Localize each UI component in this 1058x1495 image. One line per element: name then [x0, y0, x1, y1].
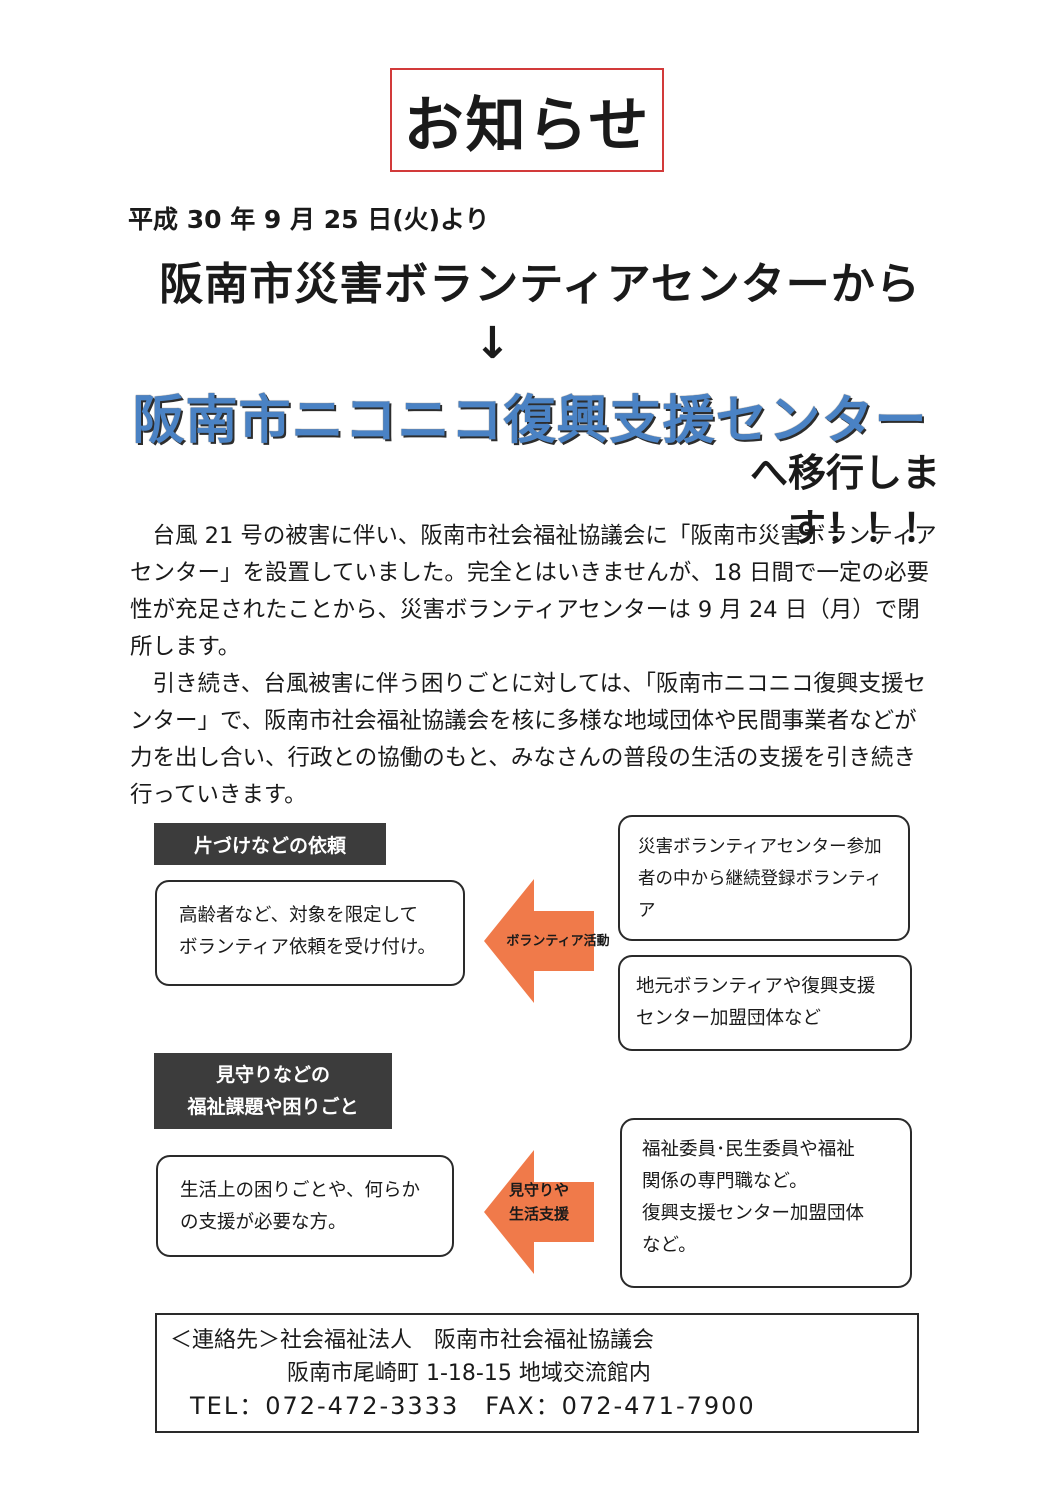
watch-support-label: 見守りや 生活支援 [494, 1178, 584, 1226]
section-label-cleanup: 片づけなどの依頼 [154, 823, 386, 865]
request-line-2: ボランティア依頼を受け付け。 [179, 937, 436, 958]
support-need-line-2: の支援が必要な方。 [180, 1212, 347, 1233]
volunteer-provider-box-2: 地元ボランティアや復興支援 センター加盟団体など [618, 955, 912, 1051]
request-line-1: 高齢者など、対象を限定して [179, 905, 419, 926]
volunteer-activity-label: ボランティア活動 [506, 934, 610, 949]
watch-support-label-line-1: 見守りや [508, 1181, 569, 1199]
contact-box [155, 1313, 919, 1433]
support-need-line-1: 生活上の困りごとや、何らか [180, 1180, 420, 1201]
volunteer-provider-text-1: 災害ボランティアセンター参加者の中から継続登録ボランティア [638, 837, 882, 921]
request-box: 高齢者など、対象を限定して ボランティア依頼を受け付け。 [155, 880, 465, 986]
notice-title: お知らせ [403, 90, 651, 161]
section-label-cleanup-text: 片づけなどの依頼 [193, 834, 346, 857]
new-center-name: 阪南市ニコニコ復興支援センター [132, 391, 928, 451]
body-text: 台風 21 号の被害に伴い、阪南市社会福祉協議会に「阪南市災害ボランティアセンタ… [130, 518, 938, 814]
watch-support-label-line-2: 生活支援 [508, 1205, 569, 1223]
welfare-provider-line-1: 福祉委員･民生委員や福祉 [642, 1139, 855, 1160]
welfare-provider-line-2: 関係の専門職など。 [642, 1171, 808, 1192]
contact-address: 阪南市尾崎町 1-18-15 地域交流館内 [287, 1361, 651, 1386]
body-paragraph-1: 台風 21 号の被害に伴い、阪南市社会福祉協議会に「阪南市災害ボランティアセンタ… [130, 523, 937, 660]
support-need-box: 生活上の困りごとや、何らか の支援が必要な方。 [156, 1155, 454, 1257]
left-arrow-icon [484, 879, 594, 1003]
volunteer-provider-box-1: 災害ボランティアセンター参加者の中から継続登録ボランティア [618, 815, 910, 941]
arrow-down-icon: ↓ [474, 318, 511, 369]
left-arrow-icon-2 [484, 1150, 594, 1274]
transition-announcement: へ移行します！！！ [749, 451, 940, 550]
effective-date: 平成 30 年 9 月 25 日(火)より [128, 205, 490, 234]
contact-organization: ＜連絡先＞社会福祉法人 阪南市社会福祉協議会 [170, 1328, 655, 1353]
old-center-name: 阪南市災害ボランティアセンターから [159, 259, 921, 310]
volunteer-provider-2-line-2: センター加盟団体など [636, 1008, 822, 1029]
body-paragraph-2: 引き続き、台風被害に伴う困りごとに対しては、「阪南市ニコニコ復興支援センター」で… [130, 671, 927, 808]
welfare-provider-line-3: 復興支援センター加盟団体 [642, 1203, 865, 1224]
notice-title-box: お知らせ [390, 68, 664, 172]
section-label-welfare: 見守りなどの 福祉課題や困りごと [154, 1053, 392, 1129]
contact-phone-fax: TEL：072-472-3333 FAX：072-471-7900 [190, 1392, 756, 1420]
welfare-provider-line-4: など。 [642, 1235, 697, 1256]
welfare-provider-box: 福祉委員･民生委員や福祉 関係の専門職など。 復興支援センター加盟団体 など。 [620, 1118, 912, 1288]
section-label-welfare-line-1: 見守りなどの [215, 1064, 330, 1086]
volunteer-provider-2-line-1: 地元ボランティアや復興支援 [636, 976, 876, 997]
section-label-welfare-line-2: 福祉課題や困りごと [187, 1096, 359, 1118]
